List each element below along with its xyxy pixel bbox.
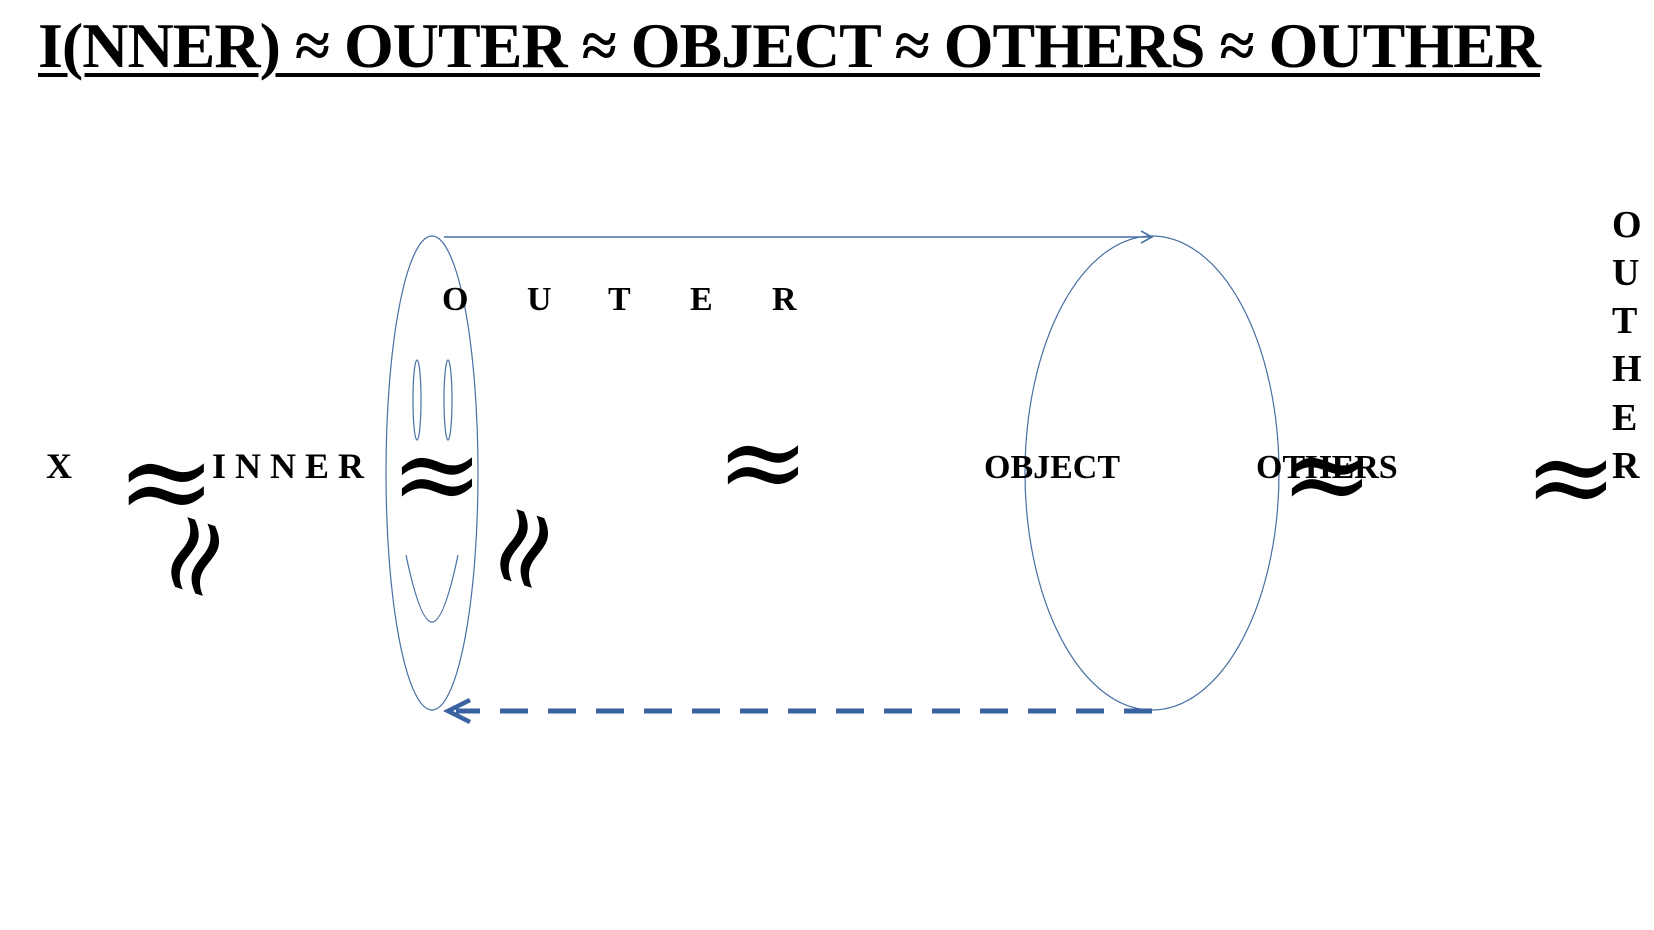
left-eye-shape <box>412 359 422 441</box>
outer-letter: O <box>442 281 468 318</box>
approx-symbol: ≈ <box>116 412 217 551</box>
outer-letter: E <box>690 281 713 318</box>
outher-letter: H <box>1612 348 1642 390</box>
approx-symbol: ≈ <box>716 397 810 527</box>
outher-letter: U <box>1612 252 1639 294</box>
approx-symbol: ≈ <box>1524 412 1618 542</box>
x-label: X <box>46 446 72 486</box>
page-title: I(NNER) ≈ OUTER ≈ OBJECT ≈ OTHERS ≈ OUTH… <box>38 10 1541 81</box>
outher-letter: R <box>1612 445 1640 487</box>
approx-symbol-vertical: ≈ <box>445 483 598 612</box>
approx-symbol-vertical: ≈ <box>116 491 269 620</box>
approx-symbol: ≈ <box>1280 409 1374 539</box>
object-label: OBJECT <box>984 449 1120 486</box>
outer-letter: T <box>608 281 631 318</box>
right-eye-shape <box>443 359 453 441</box>
others-label: OTHERS <box>1256 449 1398 486</box>
bottom-arrow-head <box>442 697 472 725</box>
approx-symbol: ≈ <box>390 409 484 539</box>
inner-label: I N N E R <box>212 446 365 486</box>
outer-letter: R <box>772 281 797 318</box>
outher-letter: E <box>1612 397 1637 439</box>
inner-ellipse <box>385 235 479 711</box>
outher-letter: T <box>1612 300 1637 342</box>
outher-letter: O <box>1612 204 1642 246</box>
outer-letter: U <box>527 281 552 318</box>
smile-shape <box>405 554 459 623</box>
